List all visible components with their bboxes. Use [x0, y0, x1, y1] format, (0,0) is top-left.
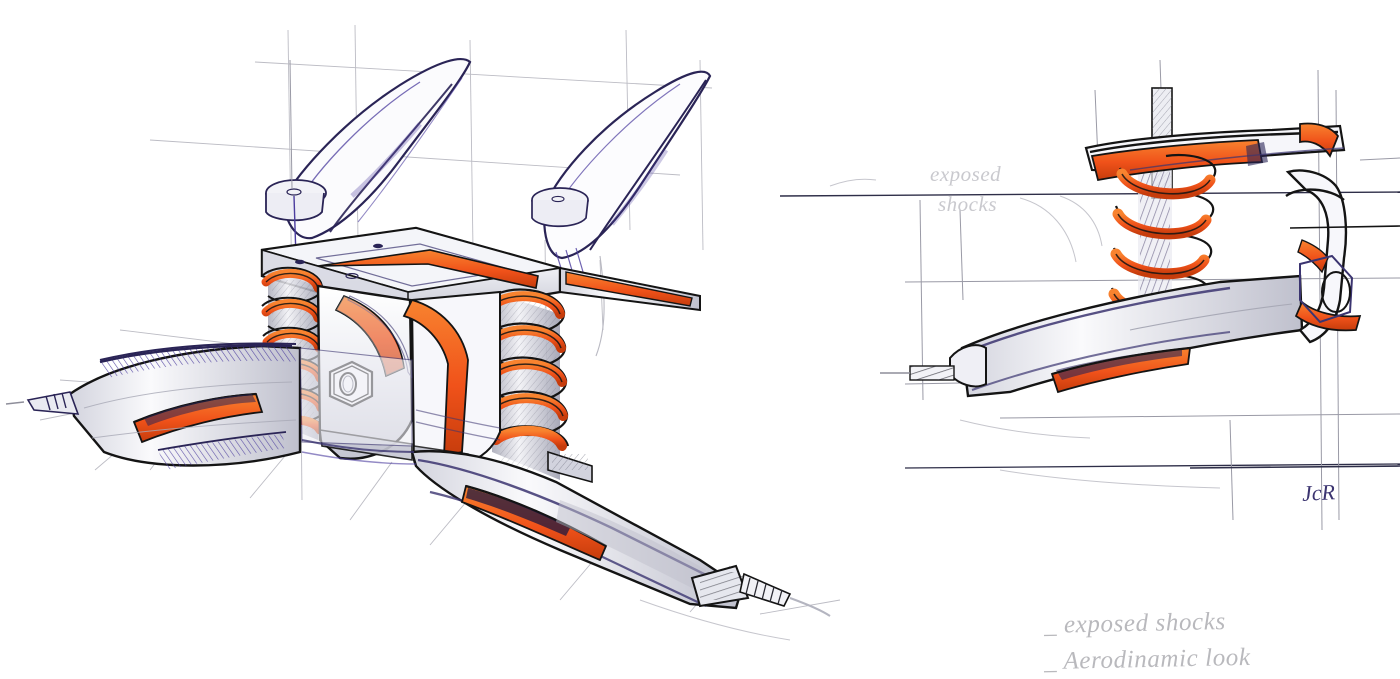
side-view-upper-arm	[1084, 122, 1346, 182]
left-suspension-arm	[5, 342, 302, 470]
right-coil-spring	[487, 288, 593, 484]
loose-sketch-lines	[639, 178, 1221, 641]
side-view-lower-arm	[880, 274, 1304, 398]
threaded-rod-end-side	[880, 365, 955, 381]
right-curved-fin	[531, 70, 712, 357]
side-view-hub-knuckle	[1285, 169, 1400, 344]
central-lower-bridge	[299, 347, 417, 465]
threaded-rod-end-main	[690, 564, 831, 617]
right-suspension-arm	[410, 449, 831, 617]
left-curved-fin	[265, 58, 472, 259]
signature-rule	[1189, 465, 1400, 469]
